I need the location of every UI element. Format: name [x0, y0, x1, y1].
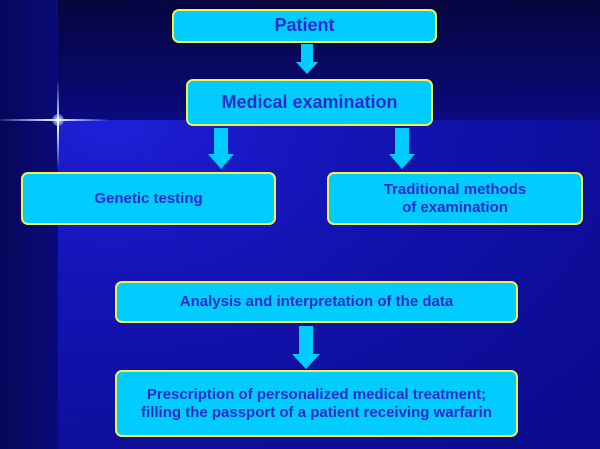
node-patient: Patient — [172, 9, 437, 43]
arrow-examination-to-traditional-methods — [389, 128, 415, 170]
node-prescription-line1: Prescription of personalized medical tre… — [146, 385, 487, 403]
decorative-sparkle-icon — [52, 114, 64, 126]
node-traditional-methods-line2: of examination — [402, 198, 508, 216]
arrow-patient-to-examination — [296, 44, 318, 74]
node-genetic-testing-label: Genetic testing — [94, 189, 203, 207]
arrow-examination-to-genetic-testing — [208, 128, 234, 170]
node-genetic-testing: Genetic testing — [21, 172, 276, 225]
node-analysis-label: Analysis and interpretation of the data — [179, 293, 454, 310]
node-medical-examination-label: Medical examination — [221, 91, 398, 112]
node-traditional-methods-line1: Traditional methods — [383, 180, 527, 198]
node-analysis: Analysis and interpretation of the data — [115, 281, 518, 323]
node-medical-examination: Medical examination — [186, 79, 433, 126]
node-prescription-line2: filling the passport of a patient receiv… — [141, 403, 492, 421]
node-traditional-methods: Traditional methods of examination — [327, 172, 583, 225]
arrow-analysis-to-prescription — [292, 326, 320, 370]
node-prescription: Prescription of personalized medical tre… — [115, 370, 518, 437]
node-patient-label: Patient — [274, 15, 335, 36]
